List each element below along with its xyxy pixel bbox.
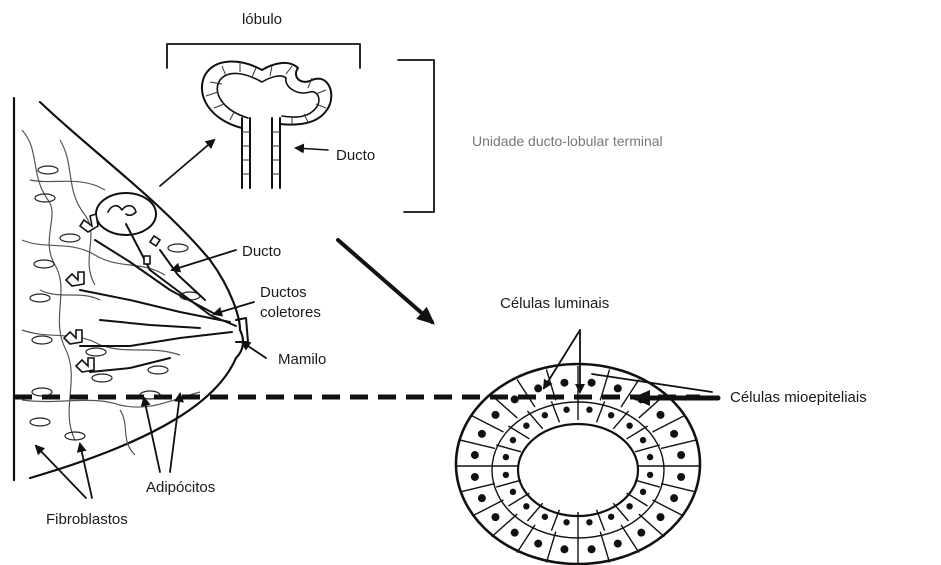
ducto-top-arrow: [296, 148, 328, 150]
fibroblastos-arrow-1: [36, 446, 86, 498]
duct-stem-cells: [242, 132, 280, 174]
cell-nucleus: [586, 407, 592, 413]
cell-nucleus: [471, 473, 479, 481]
cell-nucleus: [491, 513, 499, 521]
cell-nucleus: [491, 411, 499, 419]
cell-nucleus: [511, 395, 519, 403]
cell-wall: [517, 525, 535, 553]
cell-nucleus: [523, 422, 529, 428]
cell-wall: [635, 480, 660, 487]
cell-nucleus: [534, 384, 542, 392]
cell-nucleus: [608, 412, 614, 418]
cell-nucleus: [626, 503, 632, 509]
cell-wall: [517, 379, 535, 407]
cell-nucleus: [588, 545, 596, 553]
cell-nucleus: [670, 494, 678, 502]
unidade-label: Unidade ducto-lobular terminal: [472, 133, 663, 149]
cell-nucleus: [563, 519, 569, 525]
cell-nucleus: [626, 422, 632, 428]
mamilo-arrow: [242, 342, 266, 358]
cell-wall: [472, 500, 503, 516]
lobule-inner-wall: [217, 73, 319, 118]
lobulo-bracket: [167, 44, 360, 68]
ductos-label: Ductos: [260, 284, 307, 301]
cell-wall: [661, 484, 696, 492]
coletores-label: coletores: [260, 304, 321, 321]
cell-nucleus: [614, 540, 622, 548]
cell-wall: [613, 411, 628, 429]
lobule-inner: [108, 206, 136, 216]
lobulo-label: lóbulo: [242, 11, 282, 28]
cell-nucleus: [560, 379, 568, 387]
fibroblastos-arrow-2: [80, 444, 92, 498]
cell-nucleus: [503, 472, 509, 478]
luminal-arrow-1: [544, 330, 580, 388]
cell-nucleus: [637, 529, 645, 537]
adipocitos-label: Adipócitos: [146, 479, 215, 496]
cell-wall: [496, 480, 521, 487]
ducto-top-label: Ducto: [336, 147, 375, 164]
unidade-bracket: [398, 60, 434, 212]
cell-wall: [661, 440, 696, 448]
cell-nucleus: [534, 540, 542, 548]
cell-nucleus: [478, 494, 486, 502]
cell-nucleus: [503, 454, 509, 460]
enlarge-arrow: [160, 140, 214, 186]
cell-wall: [460, 484, 495, 492]
cell-wall: [472, 416, 503, 432]
cell-wall: [546, 532, 555, 563]
cell-nucleus: [563, 407, 569, 413]
cell-nucleus: [586, 519, 592, 525]
duct-cross-section: [456, 330, 718, 565]
cell-nucleus: [670, 430, 678, 438]
cross-section-arrow: [338, 240, 432, 322]
left-label-arrows: [36, 250, 266, 498]
lobule-enlargement: [167, 44, 434, 212]
cell-nucleus: [542, 514, 548, 520]
cell-nucleus: [588, 379, 596, 387]
mamilo-label: Mamilo: [278, 351, 326, 368]
cell-nucleus: [471, 451, 479, 459]
celulas-luminais-label: Células luminais: [500, 295, 609, 312]
cell-wall: [621, 525, 639, 553]
cell-nucleus: [608, 514, 614, 520]
adipocitos-arrow-2: [170, 394, 180, 472]
cell-nucleus: [657, 513, 665, 521]
cell-wall: [652, 500, 683, 516]
duct-lumen: [518, 424, 638, 516]
fibroblastos-label: Fibroblastos: [46, 511, 128, 528]
cell-nucleus: [677, 451, 685, 459]
cell-nucleus: [657, 411, 665, 419]
duct-stem: [242, 118, 280, 188]
cell-nucleus: [478, 430, 486, 438]
cell-wall: [613, 503, 628, 521]
cell-nucleus: [640, 437, 646, 443]
cell-wall: [460, 440, 495, 448]
cell-nucleus: [542, 412, 548, 418]
cell-wall: [635, 445, 660, 452]
celulas-mioepiteliais-label: Células mioepiteliais: [730, 389, 867, 406]
cell-nucleus: [640, 489, 646, 495]
lobule-outer: [202, 62, 331, 128]
ducto-mid-label: Ducto: [242, 243, 281, 260]
cell-nucleus: [510, 489, 516, 495]
breast-outline: [30, 102, 243, 478]
cell-nucleus: [560, 545, 568, 553]
cell-wall: [621, 379, 639, 407]
cell-nucleus: [614, 384, 622, 392]
cell-nucleus: [510, 437, 516, 443]
cell-nucleus: [647, 472, 653, 478]
cell-nucleus: [647, 454, 653, 460]
myo-line: [592, 374, 712, 392]
cell-wall: [527, 411, 542, 429]
breast-section: [14, 98, 248, 480]
cell-nucleus: [511, 529, 519, 537]
cell-wall: [652, 416, 683, 432]
cell-wall: [600, 532, 609, 563]
cell-wall: [527, 503, 542, 521]
cell-nucleus: [677, 473, 685, 481]
cell-wall: [496, 445, 521, 452]
cell-nucleus: [523, 503, 529, 509]
